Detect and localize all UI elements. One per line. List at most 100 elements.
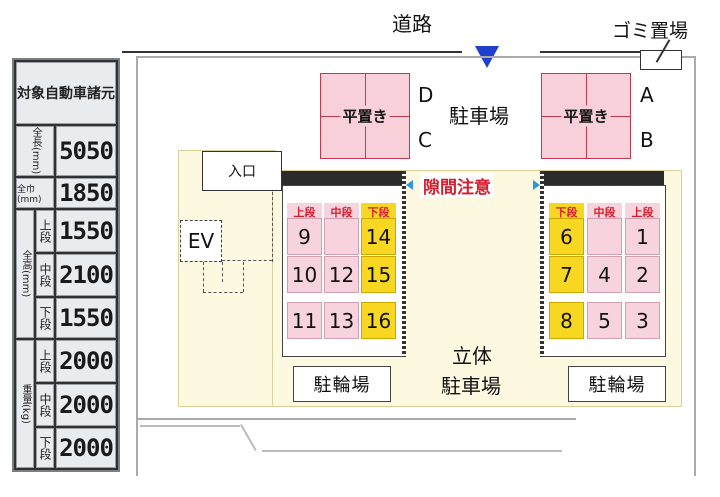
spec-width-label: 全巾(mm) (17, 184, 42, 205)
elevator-label: EV (187, 229, 215, 253)
lower-boundary-line (136, 418, 576, 420)
gap-warning-label: 隙間注意 (420, 173, 494, 198)
spec-height-tier-label: 下段 (38, 306, 52, 330)
boundary-top-mid (268, 51, 462, 53)
garbage-area-label: ゴミ置場 (612, 20, 689, 42)
left-gap-line (402, 171, 406, 357)
lower-annex-diagonal (240, 424, 257, 451)
spec-weight-tier-label: 下段 (38, 436, 52, 460)
lot-border-left (136, 56, 138, 476)
spec-height-group-label: 全高(mm) (20, 250, 31, 298)
spec-width-value-cell: 1850 (56, 178, 116, 208)
parking-space-5: 5 (587, 302, 622, 339)
parking-space-12: 12 (324, 256, 359, 293)
spec-weight-tier-cell: 上段 (36, 340, 54, 382)
lot-border-top (136, 56, 696, 58)
boundary-top-right (540, 51, 640, 53)
multistory-label-line2: 駐車場 (441, 374, 501, 398)
parking-space-13: 13 (324, 302, 359, 339)
boundary-top-left (122, 51, 272, 53)
parking-space-11: 11 (287, 302, 322, 339)
spec-width-label-cell: 全巾(mm) (16, 178, 54, 208)
spec-weight-value-cell: 2000 (56, 384, 116, 426)
parking-space-16: 16 (361, 302, 396, 339)
right-rack-tier-upper: 上段 (625, 203, 660, 221)
left-rack-tier-lower: 下段 (361, 203, 396, 221)
right-rack-tier-middle: 中段 (587, 203, 622, 221)
multistory-label-line1: 立体 (452, 344, 492, 368)
space-letter-a: A (640, 83, 654, 107)
spec-height-group-cell: 全高(mm) (16, 210, 34, 338)
elevator-box: EV (180, 220, 222, 262)
spec-title-cell: 対象自動車諸元 (16, 62, 116, 124)
spec-length-value-cell: 5050 (56, 126, 116, 176)
left-rack-top-wall (282, 171, 402, 185)
spec-weight-value: 2000 (59, 391, 114, 419)
spec-weight-tier-cell: 中段 (36, 384, 54, 426)
parking-space-10: 10 (287, 256, 322, 293)
parking-space-7: 7 (549, 256, 584, 293)
lot-border-right (694, 56, 696, 476)
spec-height-value-cell: 2100 (56, 254, 116, 296)
building-left-wing (178, 150, 276, 407)
spec-weight-value-cell: 2000 (56, 340, 116, 382)
lower-annex-line (140, 425, 240, 427)
parking-space-2: 2 (625, 256, 660, 293)
parking-space-3: 3 (625, 302, 660, 339)
left-rack-tier-upper: 上段 (287, 203, 322, 221)
spec-weight-group-cell: 重量(kg) (16, 340, 34, 468)
spec-height-value: 1550 (59, 304, 114, 332)
spec-height-tier-label: 上段 (38, 219, 52, 243)
parking-space-6: 6 (549, 218, 584, 255)
parking-space-15: 15 (361, 256, 396, 293)
dashed-stair-line (222, 260, 272, 261)
spec-weight-tier-label: 上段 (38, 349, 52, 373)
spec-height-tier-cell: 下段 (36, 298, 54, 338)
spec-height-value-cell: 1550 (56, 210, 116, 252)
dashed-stair-line (222, 262, 223, 282)
parking-lot-label: 駐車場 (449, 104, 509, 128)
space-letter-b: B (640, 128, 654, 152)
flat-parking-label: 平置き (340, 105, 390, 127)
entrance-label: 入口 (228, 164, 256, 180)
spec-height-tier-label: 中段 (38, 263, 52, 287)
space-letter-c: C (418, 128, 432, 152)
dashed-stair-line (243, 262, 244, 292)
gap-double-arrow-icon (406, 180, 540, 190)
road-label: 道路 (392, 12, 432, 36)
parking-space-4: 4 (587, 256, 622, 293)
spec-height-tier-cell: 中段 (36, 254, 54, 296)
spec-weight-tier-label: 中段 (38, 393, 52, 417)
bike-parking-right: 駐輪場 (568, 366, 666, 402)
parking-space-1: 1 (625, 218, 660, 255)
flat-parking-dc: 平置き (320, 73, 410, 159)
bike-parking-label: 駐輪場 (588, 375, 646, 396)
spec-height-value: 2100 (59, 261, 114, 289)
spec-width-value: 1850 (59, 179, 114, 207)
parking-space-9: 9 (287, 218, 322, 255)
dashed-stair-line (272, 192, 273, 262)
spec-height-value-cell: 1550 (56, 298, 116, 338)
spec-weight-group-label: 重量(kg) (20, 384, 31, 424)
lower-annex-line-2 (262, 450, 562, 452)
vehicle-spec-table: 対象自動車諸元 全長(mm) 5050 全巾(mm) 1850 全高(mm) 上… (12, 58, 120, 472)
space-letter-d: D (418, 83, 434, 107)
spec-length-value: 5050 (59, 137, 114, 165)
entrance-box: 入口 (202, 151, 282, 191)
spec-weight-value: 2000 (59, 347, 114, 375)
spec-weight-value: 2000 (59, 434, 114, 462)
spec-length-label: 全長(mm) (30, 127, 41, 175)
spec-height-tier-cell: 上段 (36, 210, 54, 252)
left-rack-tier-middle: 中段 (324, 203, 359, 221)
right-rack-top-wall (544, 171, 664, 185)
right-rack-tier-lower: 下段 (549, 203, 584, 221)
parking-space-empty (324, 218, 359, 255)
flat-parking-ab: 平置き (541, 73, 631, 159)
dashed-stair-line (203, 292, 243, 293)
bike-parking-label: 駐輪場 (313, 375, 371, 396)
dashed-stair-line (203, 262, 204, 292)
lower-left-line (136, 418, 138, 476)
right-gap-line (540, 171, 544, 357)
spec-title: 対象自動車諸元 (17, 86, 115, 102)
spec-weight-value-cell: 2000 (56, 428, 116, 468)
